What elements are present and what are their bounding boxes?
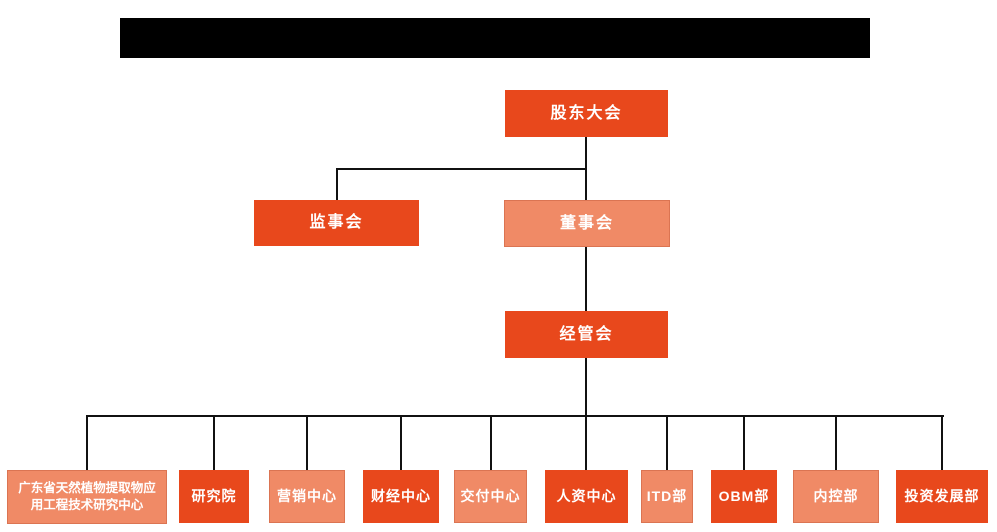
connector-line: [941, 415, 943, 471]
redacted-title-bar: [120, 18, 870, 58]
org-node-research-institute: 研究院: [179, 470, 249, 523]
connector-line: [213, 415, 215, 471]
org-node-label: 营销中心: [277, 488, 337, 505]
connector-line: [585, 246, 587, 312]
org-node-label: 股东大会: [550, 104, 623, 122]
org-node-board-of-directors: 董事会: [504, 200, 670, 247]
org-node-supervisory-board: 监事会: [254, 200, 419, 246]
org-node-label: 经管会: [559, 325, 614, 343]
org-node-delivery-center: 交付中心: [454, 470, 527, 523]
connector-line: [336, 168, 587, 170]
org-node-label: 监事会: [309, 214, 364, 232]
org-node-research-center: 广东省天然植物提取物应用工程技术研究中心: [7, 470, 167, 524]
org-node-label: 交付中心: [460, 488, 521, 505]
connector-line: [400, 415, 402, 471]
org-node-label: ITD部: [646, 488, 688, 505]
connector-line: [743, 415, 745, 471]
connector-line: [585, 357, 587, 417]
connector-line: [86, 415, 944, 417]
org-node-label: 投资发展部: [904, 488, 980, 505]
connector-line: [666, 415, 668, 471]
org-node-label: 广东省天然植物提取物应用工程技术研究中心: [18, 481, 156, 512]
org-node-label: OBM部: [718, 488, 770, 505]
connector-line: [490, 415, 492, 471]
org-node-internal-control-dept: 内控部: [793, 470, 879, 523]
org-node-shareholders-meeting: 股东大会: [505, 90, 668, 137]
org-node-label: 内控部: [813, 488, 859, 505]
org-node-label: 研究院: [191, 488, 237, 505]
org-node-label: 人资中心: [556, 488, 617, 505]
connector-line: [835, 415, 837, 471]
org-node-label: 董事会: [559, 214, 614, 232]
connector-line: [336, 168, 338, 201]
org-node-hr-center: 人资中心: [545, 470, 628, 523]
connector-line: [585, 415, 587, 471]
connector-line: [86, 415, 88, 471]
org-node-investment-development-dept: 投资发展部: [896, 470, 988, 523]
org-node-finance-center: 财经中心: [363, 470, 439, 523]
connector-line: [306, 415, 308, 471]
org-node-itd-dept: ITD部: [641, 470, 693, 523]
org-node-label: 财经中心: [371, 488, 431, 505]
org-node-marketing-center: 营销中心: [269, 470, 345, 523]
org-node-obm-dept: OBM部: [711, 470, 777, 523]
org-node-management-committee: 经管会: [505, 311, 668, 358]
